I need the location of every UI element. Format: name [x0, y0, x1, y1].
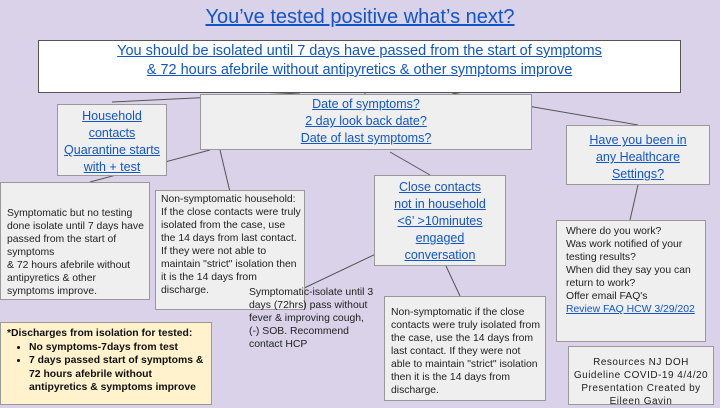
household-line2: contacts [88, 126, 136, 140]
symptom-date-line1: Date of symptoms? [312, 97, 420, 111]
faq-link[interactable]: Review FAQ HCW 3/29/202 [566, 304, 695, 315]
household-line4: with + test [83, 160, 141, 174]
close-contacts-line1: Close contacts [399, 180, 481, 194]
symptomatic-untested-box: Symptomatic but no testing done isolate … [0, 182, 150, 300]
close-contacts-line2: not in household [394, 197, 486, 211]
close-contacts-box[interactable]: Close contacts not in household <6’ >10m… [374, 175, 506, 266]
healthcare-line1: Have you been in [589, 133, 687, 147]
household-line1: Household [82, 109, 142, 123]
resources-line2: Guideline COVID-19 4/4/20 [573, 370, 709, 381]
symptom-date-box[interactable]: Date of symptoms? 2 day look back date? … [200, 94, 532, 150]
connector-healthcare-work [629, 184, 639, 221]
connector-close-nonsymptomatic [445, 265, 461, 297]
isolation-message-line1: You should be isolated until 7 days have… [117, 43, 602, 59]
isolation-message-line2: & 72 hours afebrile without antipyretics… [146, 62, 573, 78]
nonsymptomatic-close-box: Non-symptomatic if the close contacts we… [384, 296, 546, 401]
work-question-1: Where do you work? [566, 226, 662, 237]
resources-box: Resources NJ DOH Guideline COVID-19 4/4/… [568, 346, 714, 407]
close-contacts-line5: conversation [404, 248, 476, 262]
work-question-2: Was work notified of your testing result… [566, 239, 683, 263]
discharge-item-1: No symptoms-7days from test [29, 341, 207, 355]
connector-close-symptomatic [299, 251, 381, 291]
healthcare-line3: Settings? [611, 167, 665, 181]
resources-line3: Presentation Created by [581, 383, 701, 394]
symptom-date-line2: 2 day look back date? [305, 114, 427, 128]
healthcare-settings-box[interactable]: Have you been in any Healthcare Settings… [566, 125, 710, 185]
connector-date-nonsymptomatic [219, 149, 231, 193]
discharge-heading: *Discharges from isolation for tested: [7, 328, 193, 339]
page-title: You’ve tested positive what’s next? [205, 6, 515, 28]
household-contacts-box[interactable]: Household contacts Quarantine starts wit… [57, 104, 167, 176]
isolation-message-box: You should be isolated until 7 days have… [38, 40, 681, 93]
healthcare-line2: any Healthcare [595, 150, 681, 164]
nonsymptomatic-household-box: Non-symptomatic household: If the close … [155, 190, 305, 310]
discharge-list: No symptoms-7days from test 7 days passe… [7, 341, 207, 395]
connector-date-close [389, 151, 431, 176]
household-line3: Quarantine starts [64, 143, 160, 157]
discharge-criteria-box: *Discharges from isolation for tested: N… [0, 322, 212, 405]
close-contacts-line4: engaged [415, 231, 465, 245]
work-question-3: When did they say you can return to work… [566, 265, 691, 289]
resources-line4: Eileen Gavin [609, 396, 673, 407]
resources-line1: Resources NJ DOH [593, 357, 689, 368]
discharge-item-2: 7 days passed start of symptoms & 72 hou… [29, 354, 207, 395]
symptom-date-line3: Date of last symptoms? [300, 131, 432, 145]
work-question-4: Offer email FAQ's [566, 291, 648, 302]
work-questions-box: Where do you work? Was work notified of … [556, 220, 706, 342]
close-contacts-line3: <6’ >10minutes [397, 214, 483, 228]
symptomatic-isolate-text: Symptomatic-isolate until 3 days (72hrs)… [249, 287, 374, 350]
